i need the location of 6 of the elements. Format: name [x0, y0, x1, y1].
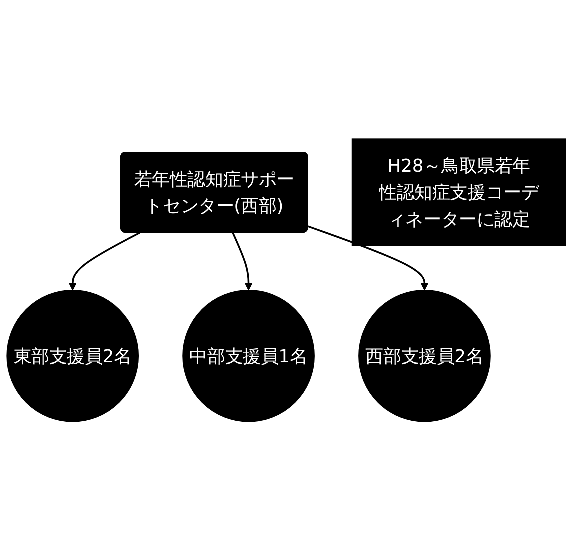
node-circle: 西部支援員2名 — [358, 289, 491, 422]
node-circle: 中部支援員1名 — [182, 289, 315, 422]
arrow — [232, 232, 253, 290]
node-circle: 東部支援員2名 — [6, 289, 140, 422]
arrow — [68, 232, 140, 290]
arrow — [308, 225, 429, 290]
